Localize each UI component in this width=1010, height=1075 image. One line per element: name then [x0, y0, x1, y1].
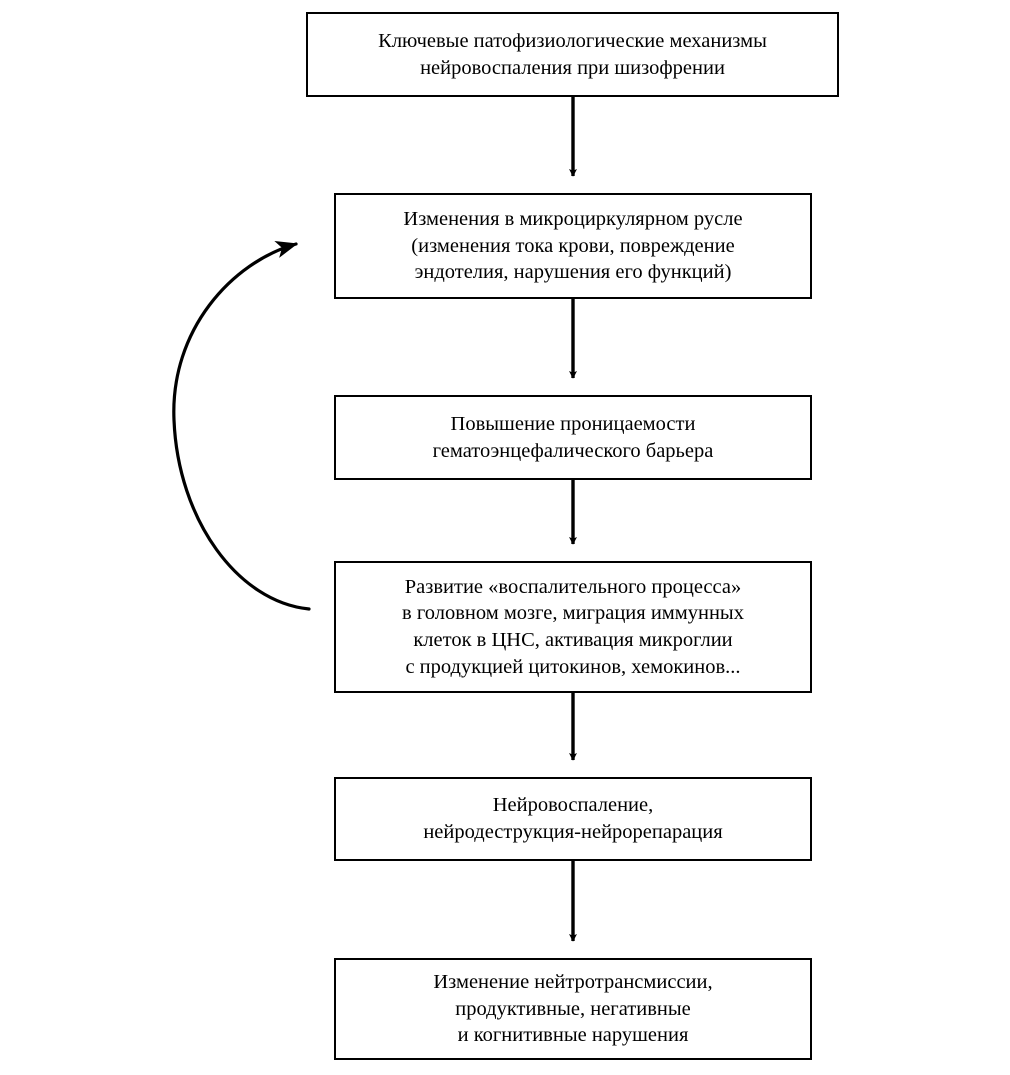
node-line: Изменение нейтротрансмиссии,: [433, 971, 713, 994]
node-line: гематоэнцефалического барьера: [432, 439, 714, 462]
node-bbb-permeability: Повышение проницаемости гематоэнцефаличе…: [334, 395, 812, 480]
node-line: Изменения в микроциркулярном русле: [403, 208, 743, 231]
node-line: в головном мозге, миграция иммунных: [402, 602, 744, 625]
arrow-inflam-to-micro-feedback: [172, 240, 311, 611]
node-line: с продукцией цитокинов, хемокинов...: [405, 655, 741, 678]
node-line: Нейровоспаление,: [492, 794, 654, 817]
node-neuroinflammation: Нейровоспаление, нейродеструкция-нейроре…: [334, 777, 812, 861]
node-inflammatory-process: Развитие «воспалительного процесса» в го…: [334, 561, 812, 693]
node-line: Развитие «воспалительного процесса»: [404, 575, 742, 598]
node-microcirculation-changes: Изменения в микроциркулярном русле (изме…: [334, 193, 812, 299]
node-line: Повышение проницаемости: [450, 412, 696, 435]
node-line: нейродеструкция-нейрорепарация: [423, 821, 723, 843]
node-line: Ключевые патофизиологические механизмы: [378, 29, 767, 52]
node-neurotransmission-outcomes: Изменение нейтротрансмиссии, продуктивны…: [334, 958, 812, 1060]
node-line: и когнитивные нарушения: [457, 1024, 689, 1047]
node-line: клеток в ЦНС, активация микроглии: [413, 629, 733, 651]
node-line: продуктивные, негативные: [455, 997, 691, 1020]
node-line: (изменения тока крови, повреждение: [411, 234, 735, 257]
node-line: эндотелия, нарушения его функций): [414, 261, 732, 284]
node-key-mechanisms: Ключевые патофизиологические механизмы н…: [306, 12, 839, 97]
node-line: нейровоспаления при шизофрении: [420, 56, 725, 79]
